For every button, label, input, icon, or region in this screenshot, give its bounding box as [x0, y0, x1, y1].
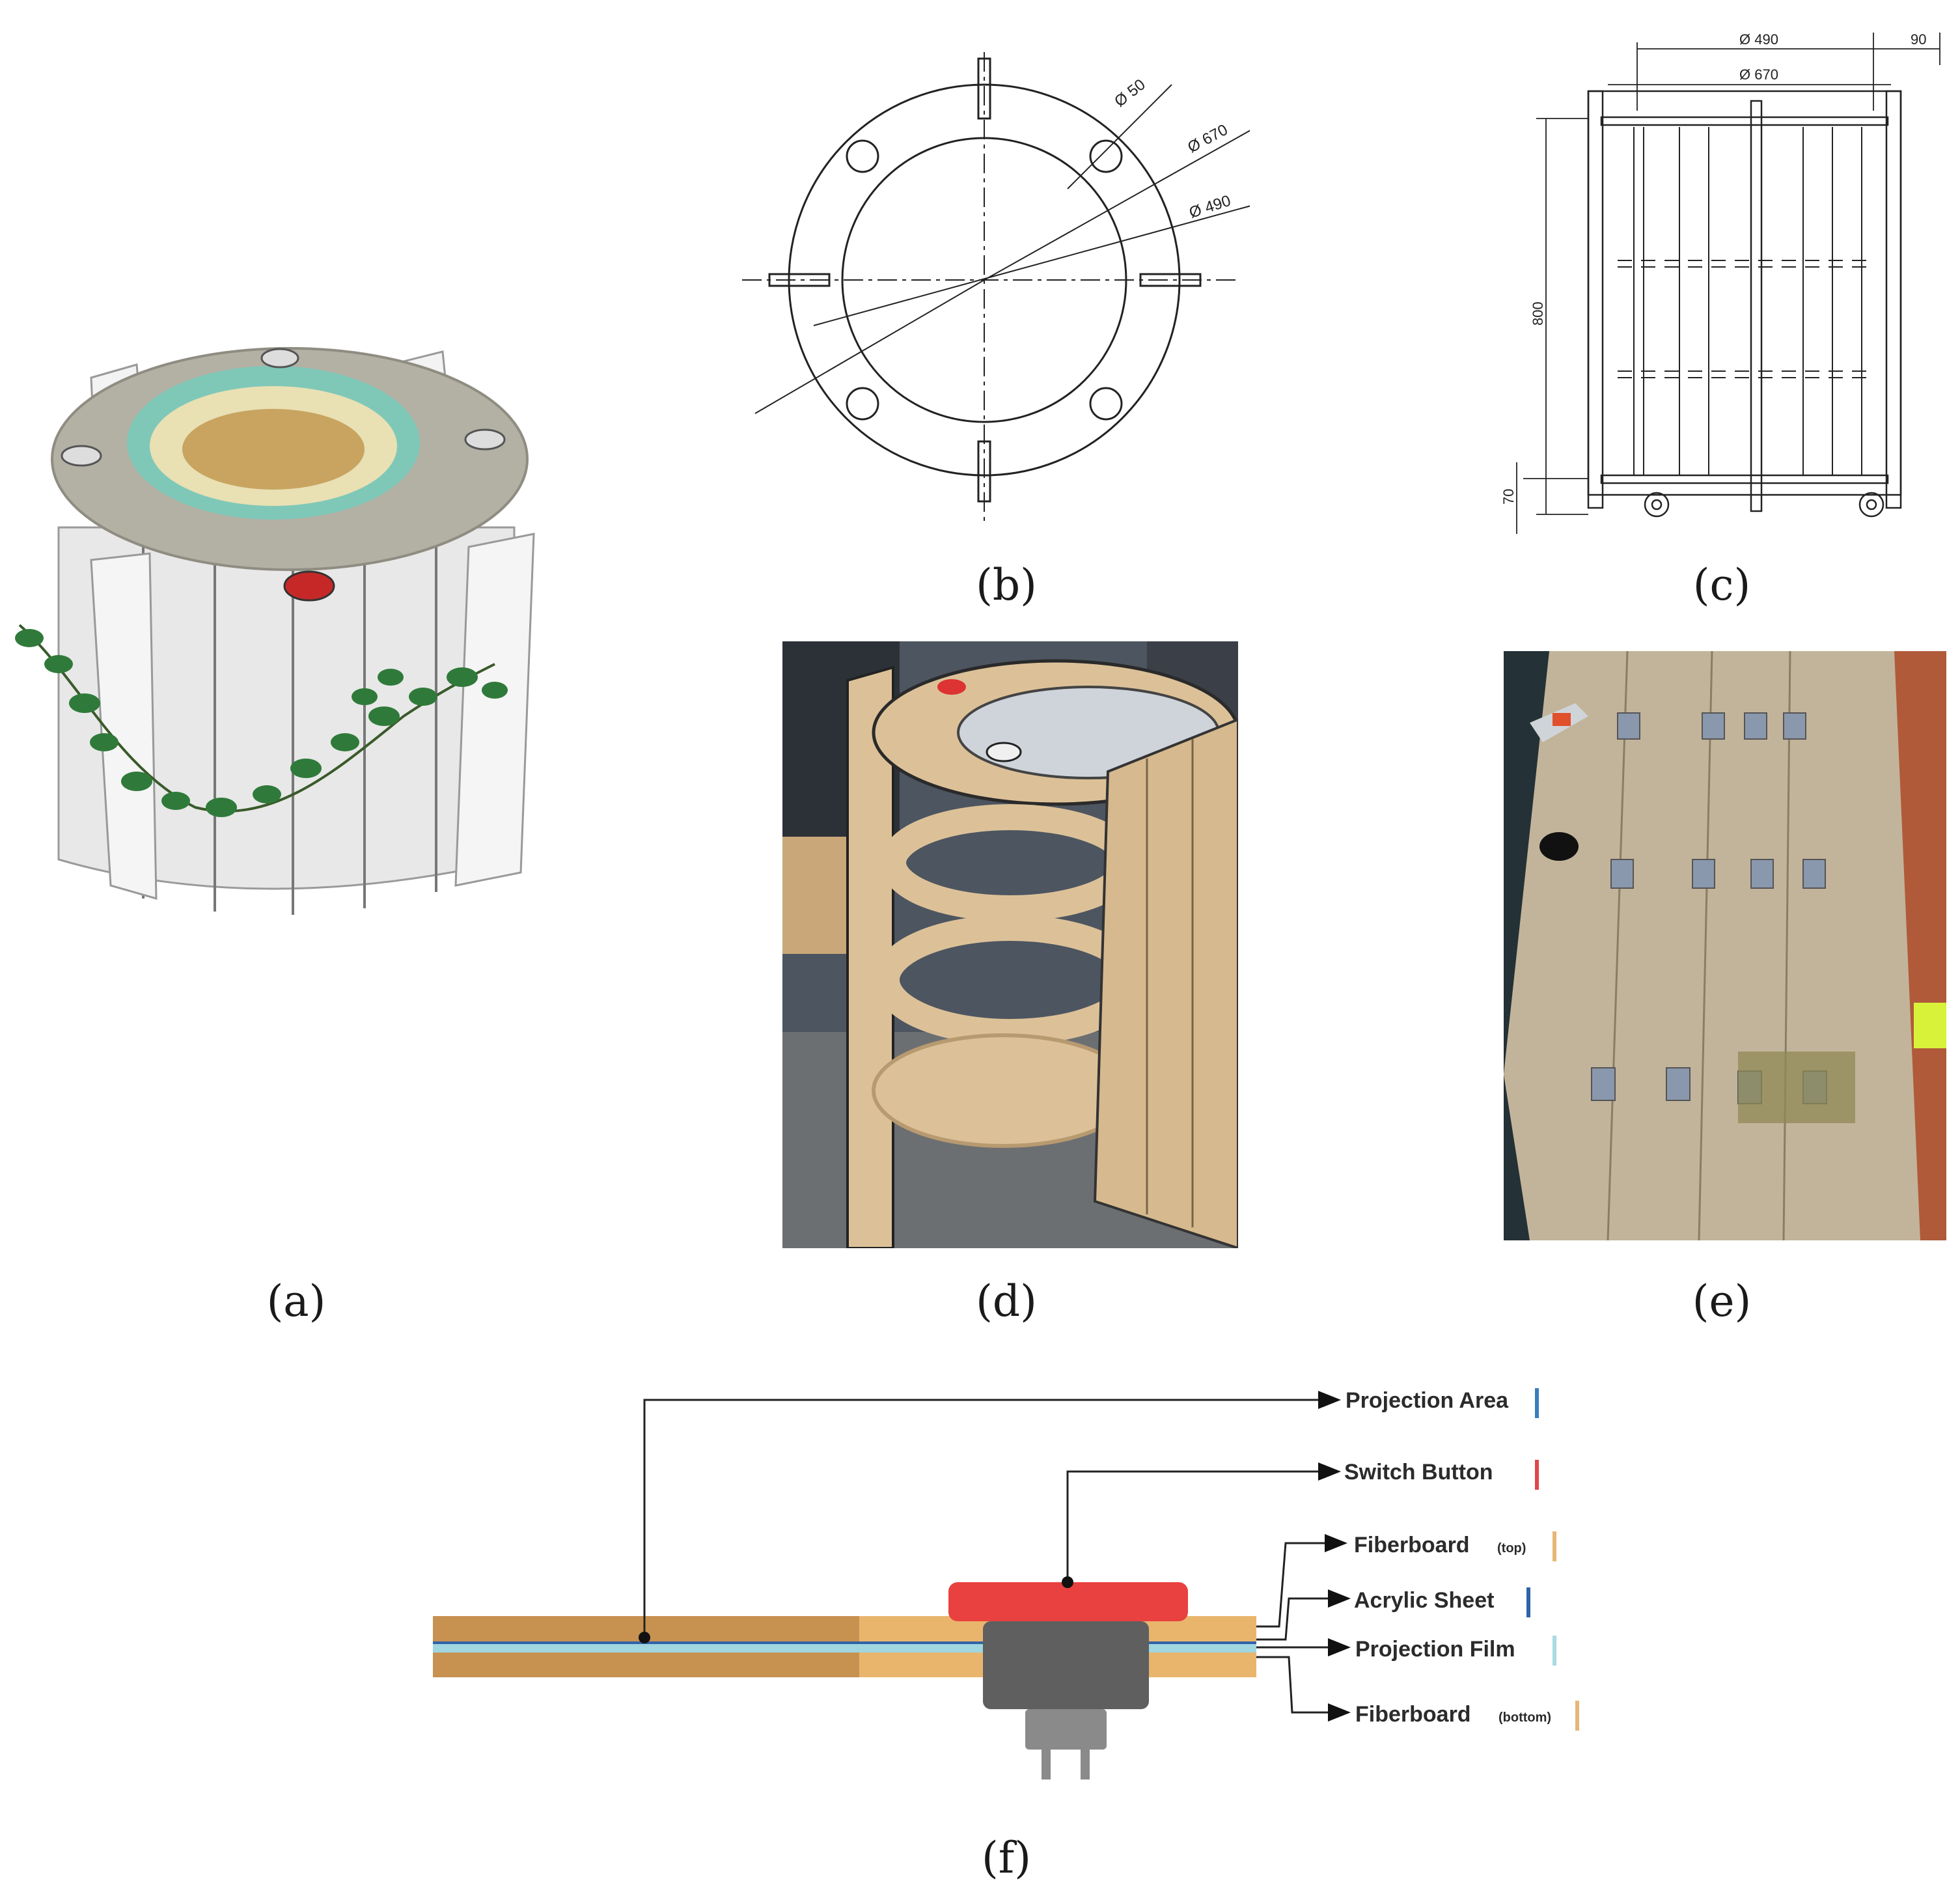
dim-top-outer-label: Ø 670 [1739, 66, 1778, 83]
swatch-fiberboard-bottom [1575, 1701, 1579, 1731]
dim-hole-label: Ø 50 [1111, 76, 1149, 110]
swatch-acrylic-sheet [1526, 1587, 1530, 1617]
swatch-switch-button [1535, 1460, 1539, 1490]
caption-f: (f) [982, 1833, 1031, 1883]
label-projection-film: Projection Film [1355, 1637, 1515, 1662]
photo-wood-frame [782, 641, 1238, 1248]
label-projection-area: Projection Area [1346, 1388, 1509, 1413]
switch-plug [1025, 1709, 1107, 1750]
acrylic-sheet-layer [433, 1641, 1256, 1644]
caption-a: (a) [266, 1276, 326, 1326]
label-switch-button: Switch Button [1344, 1460, 1493, 1485]
label-fiberboard-bottom-sub: (bottom) [1498, 1710, 1551, 1725]
dim-top-inner-label: Ø 490 [1739, 31, 1778, 48]
caption-c: (c) [1692, 560, 1751, 610]
switch-button-cap [948, 1582, 1188, 1621]
swatch-projection-area [1535, 1388, 1539, 1418]
switch-body [983, 1621, 1149, 1709]
layer-cross-section-diagram: Projection Area Switch Button Fiberboard… [433, 1388, 1579, 1779]
dim-outer-label: Ø 670 [1185, 121, 1230, 157]
dim-height-label: 800 [1530, 301, 1546, 326]
swatch-fiberboard-top [1553, 1531, 1556, 1561]
caption-d: (d) [976, 1276, 1037, 1326]
dim-bottom-label: 70 [1500, 489, 1517, 505]
photo-kiosk [15, 347, 535, 915]
drawing-side-view: Ø 490 Ø 670 90 800 70 [1500, 31, 1940, 534]
drawing-top-view: Ø 50 Ø 670 Ø 490 [742, 52, 1250, 521]
plug-pin-right [1081, 1750, 1090, 1779]
plug-pin-left [1042, 1750, 1051, 1779]
swatch-projection-film [1553, 1636, 1556, 1666]
caption-b: (b) [976, 560, 1037, 610]
dim-right-label: 90 [1911, 31, 1926, 48]
label-fiberboard-top-sub: (top) [1497, 1541, 1526, 1556]
label-fiberboard-top: Fiberboard [1354, 1533, 1470, 1557]
label-acrylic-sheet: Acrylic Sheet [1354, 1588, 1494, 1613]
photo-hinged-board [1504, 651, 1946, 1240]
label-fiberboard-bottom: Fiberboard [1355, 1702, 1471, 1727]
caption-e: (e) [1692, 1276, 1752, 1326]
fiberboard-bottom-dark [433, 1653, 859, 1677]
